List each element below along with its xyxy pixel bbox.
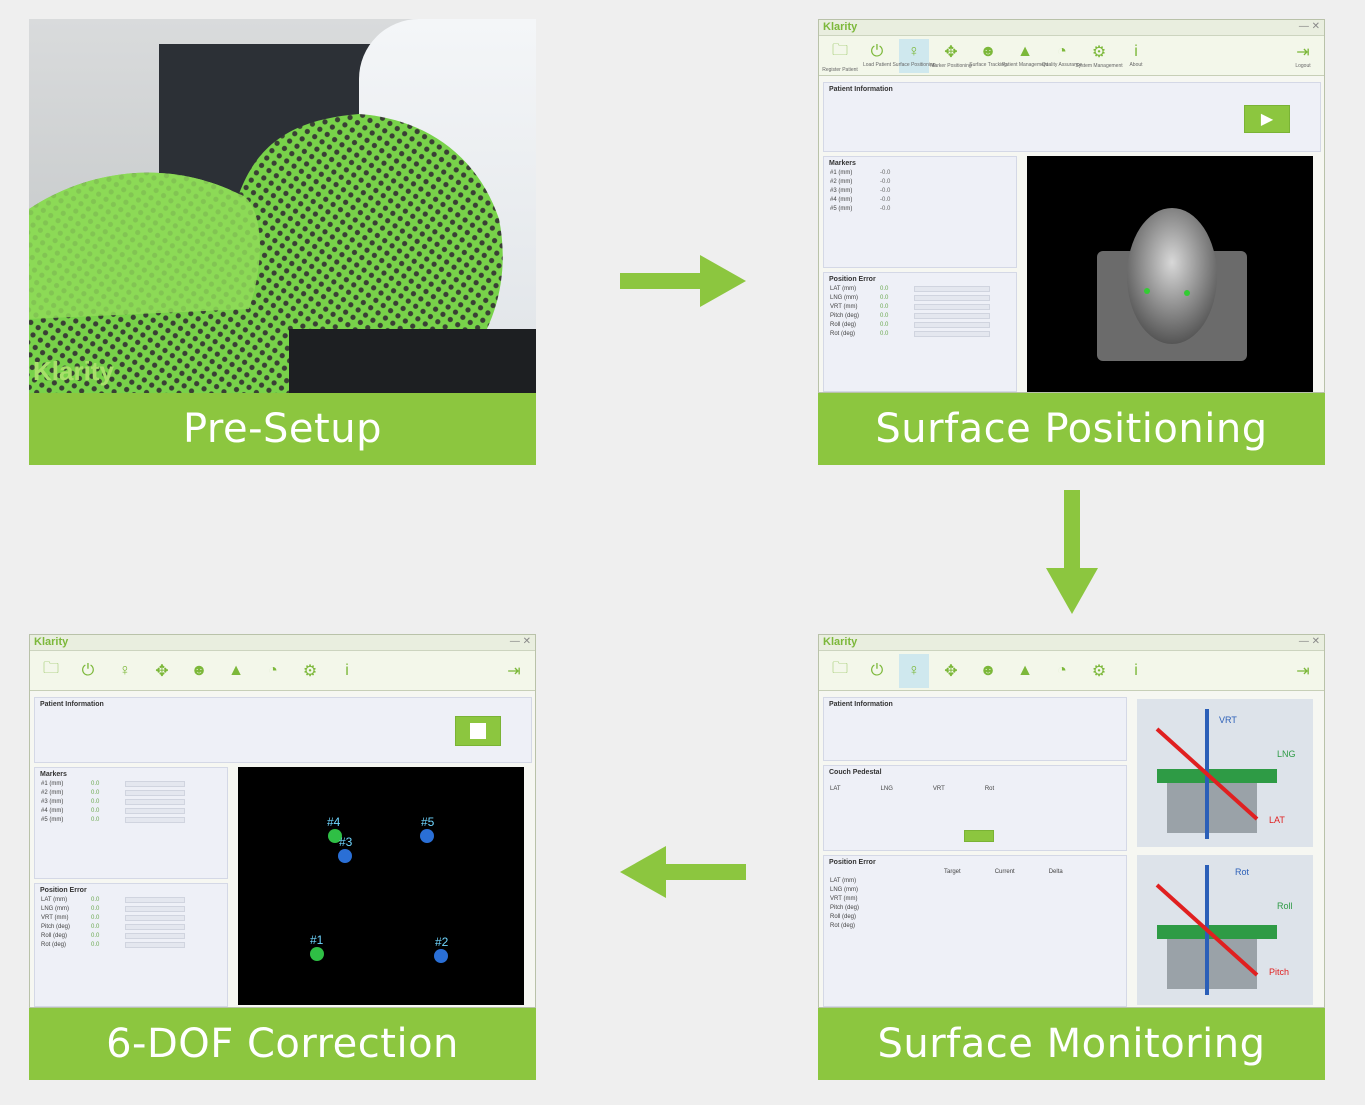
gear-icon[interactable]: ⚙ bbox=[302, 662, 318, 680]
patient-info-title: Patient Information bbox=[829, 701, 893, 708]
marker-dot bbox=[420, 829, 434, 843]
arrow-down-icon bbox=[1046, 490, 1098, 614]
surface-monitoring-window: Klarity — ✕ 🗀 ⏻ ♀ ✥ ☻ ▲ ◔ ⚙ i ⇥ Patient I… bbox=[818, 634, 1325, 1008]
marker-label: #1 bbox=[310, 933, 324, 947]
head-surface-render bbox=[1097, 208, 1247, 361]
folder-icon[interactable]: 🗀Register Patient bbox=[822, 41, 858, 73]
svg-text:VRT: VRT bbox=[1219, 715, 1237, 725]
pyramid-icon[interactable]: ▲ bbox=[1017, 661, 1033, 679]
person-icon[interactable]: ♀ bbox=[119, 661, 131, 679]
klarity-logo: Klarity bbox=[33, 356, 114, 386]
play-button[interactable]: ▶ bbox=[1244, 105, 1290, 133]
person-icon[interactable]: ♀ bbox=[899, 653, 929, 688]
caption-pre-setup: Pre-Setup bbox=[29, 393, 536, 465]
patient-info-box: Patient Information bbox=[34, 697, 532, 763]
toolbar: 🗀 ⏻ ♀ ✥ ☻ ▲ ◔ ⚙ i ⇥ bbox=[819, 651, 1324, 691]
position-error-box: Position Error LAT (mm)0.0 LNG (mm)0.0 V… bbox=[34, 883, 228, 1007]
logout-icon[interactable]: ⇥ bbox=[507, 662, 521, 680]
patient-info-title: Patient Information bbox=[829, 86, 893, 93]
marker-dot bbox=[310, 947, 324, 961]
3d-surface-viewer[interactable] bbox=[1027, 156, 1313, 392]
markers-title: Markers bbox=[829, 160, 856, 167]
position-error-title: Position Error bbox=[40, 887, 87, 894]
logout-icon[interactable]: ⇥ bbox=[1296, 662, 1310, 680]
folder-icon[interactable]: 🗀 bbox=[831, 660, 848, 677]
app-brand: Klarity bbox=[823, 21, 858, 33]
marker-label: #3 bbox=[339, 835, 353, 849]
gear-icon[interactable]: ⚙ bbox=[1091, 662, 1107, 680]
power-icon[interactable]: ⏻ bbox=[870, 661, 884, 679]
power-icon[interactable]: ⏻Load Patient bbox=[862, 43, 892, 68]
target-icon[interactable]: ✥Marker Positioning bbox=[930, 44, 972, 69]
caption-surface-monitoring: Surface Monitoring bbox=[818, 1008, 1325, 1080]
couch-apply-button[interactable] bbox=[964, 830, 994, 842]
patient-info-box: Patient Information bbox=[823, 697, 1127, 761]
svg-text:LAT: LAT bbox=[1269, 815, 1285, 825]
folder-icon[interactable]: 🗀 bbox=[42, 660, 59, 677]
marker-label: #2 bbox=[435, 935, 449, 949]
user-icon[interactable]: ☻ bbox=[190, 661, 208, 679]
panel-surface-monitoring: Klarity — ✕ 🗀 ⏻ ♀ ✥ ☻ ▲ ◔ ⚙ i ⇥ Patient I… bbox=[818, 634, 1325, 1080]
panel-pre-setup: Klarity Pre-Setup bbox=[29, 19, 536, 465]
target-icon[interactable]: ✥ bbox=[155, 662, 169, 680]
svg-text:Roll: Roll bbox=[1277, 901, 1293, 911]
position-error-title: Position Error bbox=[829, 859, 876, 866]
6dof-correction-window: Klarity — ✕ 🗀 ⏻ ♀ ✥ ☻ ▲ ◔ ⚙ i ⇥ Patient I… bbox=[29, 634, 536, 1008]
arrow-left-icon bbox=[620, 846, 746, 898]
position-error-title: Position Error bbox=[829, 276, 876, 283]
patient-info-box: Patient Information ▶ bbox=[823, 82, 1321, 152]
app-brand: Klarity bbox=[34, 636, 69, 648]
target-icon[interactable]: ✥ bbox=[944, 662, 958, 680]
caption-surface-positioning: Surface Positioning bbox=[818, 393, 1325, 465]
stop-button[interactable] bbox=[455, 716, 501, 746]
marker-dot bbox=[434, 949, 448, 963]
surface-positioning-window: Klarity — ✕ 🗀Register Patient ⏻Load Patie… bbox=[818, 19, 1325, 393]
info-icon[interactable]: i bbox=[345, 661, 349, 679]
toolbar: 🗀 ⏻ ♀ ✥ ☻ ▲ ◔ ⚙ i ⇥ bbox=[30, 651, 535, 691]
window-controls[interactable]: — ✕ bbox=[1298, 636, 1320, 647]
marker-label: #5 bbox=[421, 815, 435, 829]
patient-info-title: Patient Information bbox=[40, 701, 104, 708]
person-icon[interactable]: ♀Surface Positioning bbox=[892, 38, 936, 73]
couch-pedestal-title: Couch Pedestal bbox=[829, 769, 882, 776]
gear-icon[interactable]: ⚙System Management bbox=[1075, 44, 1123, 69]
info-icon[interactable]: i bbox=[1134, 661, 1138, 679]
svg-text:LNG: LNG bbox=[1277, 749, 1296, 759]
gauge-icon[interactable]: ◔ bbox=[268, 661, 278, 679]
panel-6dof-correction: Klarity — ✕ 🗀 ⏻ ♀ ✥ ☻ ▲ ◔ ⚙ i ⇥ Patient I… bbox=[29, 634, 536, 1080]
marker-dot bbox=[328, 829, 342, 843]
svg-text:Rot: Rot bbox=[1235, 867, 1250, 877]
window-controls[interactable]: — ✕ bbox=[509, 636, 531, 647]
pyramid-icon[interactable]: ▲Patient Management bbox=[1001, 43, 1049, 68]
markers-box: Markers #1 (mm)0.0 #2 (mm)0.0 #3 (mm)0.0… bbox=[34, 767, 228, 879]
svg-text:Pitch: Pitch bbox=[1269, 967, 1289, 977]
marker-dot bbox=[338, 849, 352, 863]
app-brand: Klarity bbox=[823, 636, 858, 648]
markers-box: Markers #1 (mm)-0.0 #2 (mm)-0.0 #3 (mm)-… bbox=[823, 156, 1017, 268]
logout-icon[interactable]: ⇥Logout bbox=[1295, 44, 1311, 69]
position-error-box: Position Error LAT (mm)0.0 LNG (mm)0.0 V… bbox=[823, 272, 1017, 392]
thermoplastic-mask-image bbox=[29, 114, 503, 393]
caption-6dof-correction: 6-DOF Correction bbox=[29, 1008, 536, 1080]
couch-axis-diagrams: VRT LNG LAT Rot Roll Pitch bbox=[1137, 699, 1313, 1005]
pre-setup-photo: Klarity bbox=[29, 19, 536, 393]
toolbar: 🗀Register Patient ⏻Load Patient ♀Surface… bbox=[819, 36, 1324, 76]
power-icon[interactable]: ⏻ bbox=[81, 661, 95, 679]
gauge-icon[interactable]: ◔ bbox=[1057, 661, 1067, 679]
marker-tracking-viewer[interactable]: #4 #3 #5 #1 #2 bbox=[238, 767, 524, 1005]
panel-surface-positioning: Klarity — ✕ 🗀Register Patient ⏻Load Patie… bbox=[818, 19, 1325, 465]
user-icon[interactable]: ☻Surface Tracking bbox=[969, 43, 1007, 68]
markers-title: Markers bbox=[40, 771, 67, 778]
window-controls[interactable]: — ✕ bbox=[1298, 21, 1320, 32]
arrow-right-icon bbox=[620, 255, 746, 307]
user-icon[interactable]: ☻ bbox=[979, 661, 997, 679]
gauge-icon[interactable]: ◔Quality Assurance bbox=[1041, 43, 1083, 68]
pyramid-icon[interactable]: ▲ bbox=[228, 661, 244, 679]
marker-label: #4 bbox=[327, 815, 341, 829]
